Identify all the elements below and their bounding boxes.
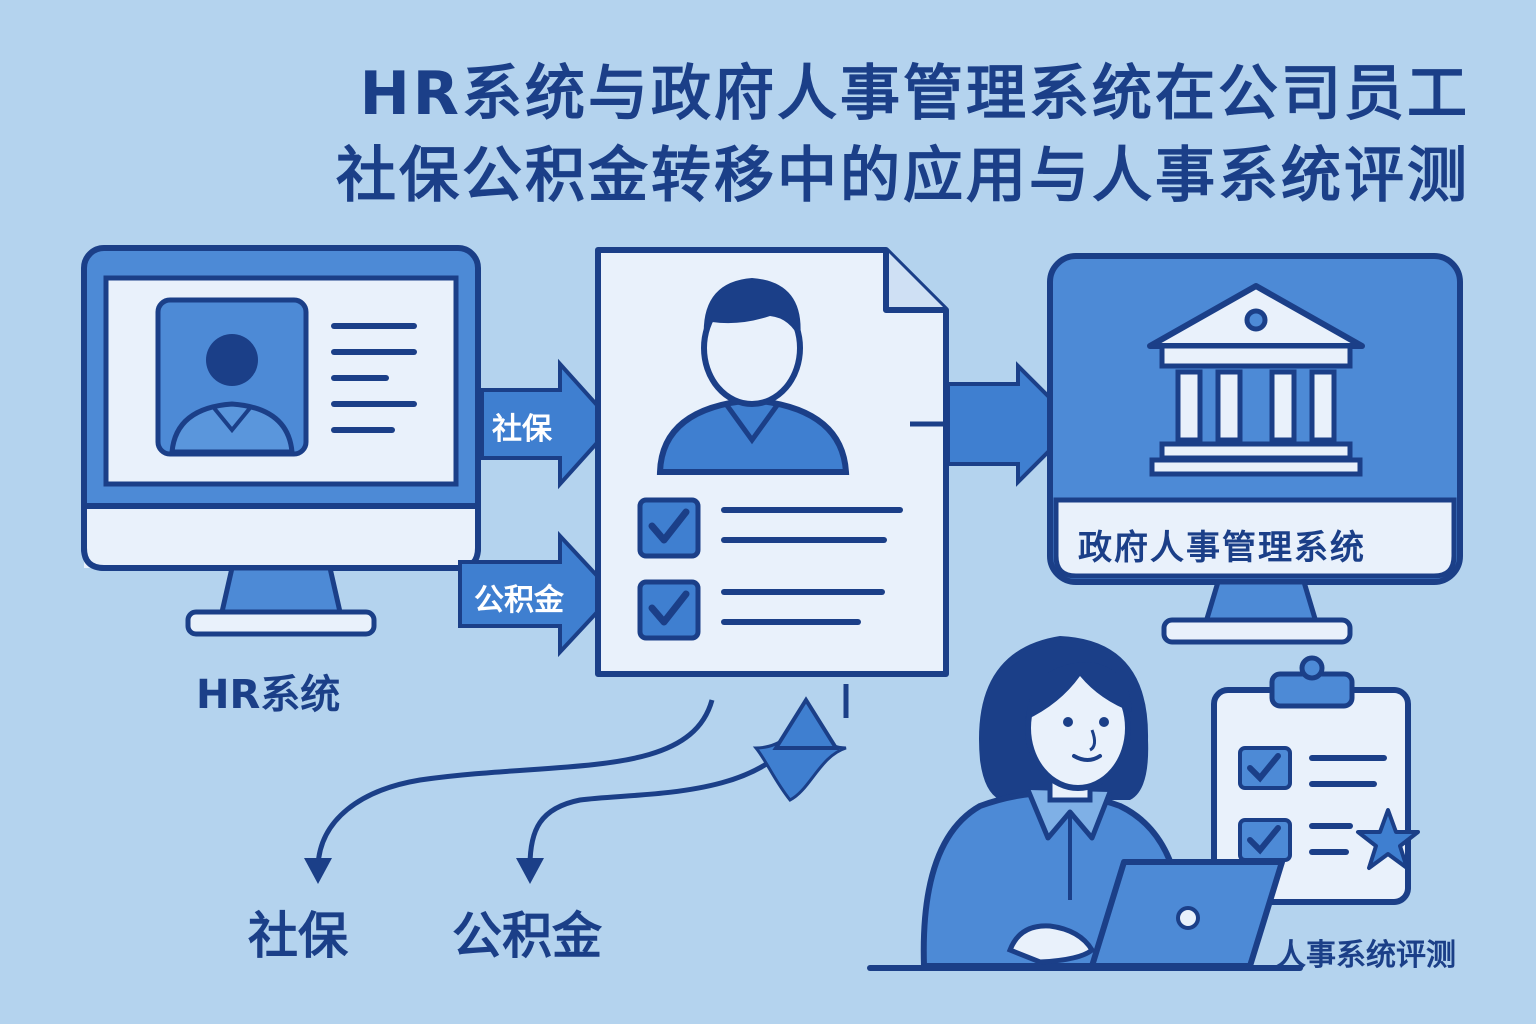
- page-title-line-2: 社保公积金转移中的应用与人事系统评测: [336, 141, 1470, 211]
- housing-fund-transfer-arrow: [458, 530, 617, 658]
- page-title-line-1: HR系统与政府人事管理系统在公司员工: [359, 59, 1470, 129]
- social-security-output-label: 社保: [248, 907, 348, 965]
- housing-fund-arrow-label: 公积金: [474, 583, 564, 618]
- hr-evaluator-woman-illustration: [867, 636, 1303, 971]
- hr-system-evaluation-label: 人事系统评测: [1276, 938, 1456, 973]
- hr-system-label: HR系统: [196, 672, 341, 718]
- hr-computer-monitor-icon: [81, 245, 481, 637]
- gov-system-label: 政府人事管理系统: [1078, 528, 1366, 568]
- government-building-icon: [1147, 283, 1365, 477]
- curved-flow-arrows: [304, 684, 849, 884]
- government-computer-monitor-icon: [1047, 253, 1463, 645]
- clipboard-checklist-star-icon: [1211, 655, 1420, 905]
- housing-fund-output-label: 公积金: [452, 907, 602, 965]
- employee-document-icon: [595, 247, 949, 677]
- social-security-transfer-arrow: [480, 358, 617, 490]
- social-security-arrow-label: 社保: [492, 412, 552, 447]
